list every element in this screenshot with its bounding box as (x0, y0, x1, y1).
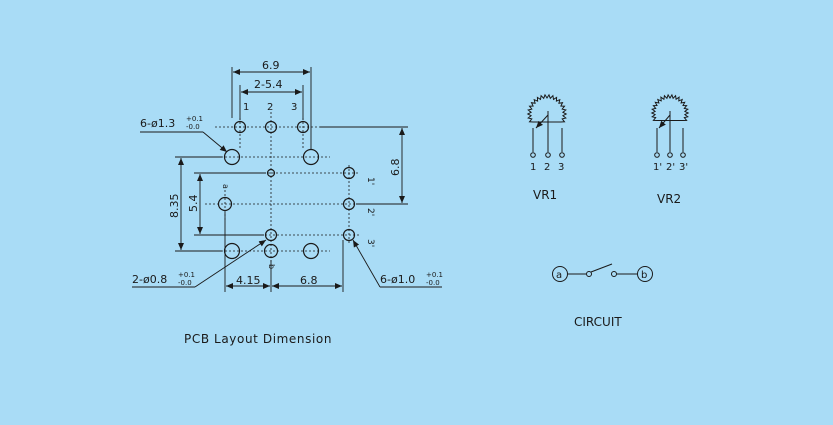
vr2-pin-2 (667, 152, 673, 158)
dim-pitch: 2-5.4 (239, 78, 304, 120)
circuit-label: CIRCUIT (574, 315, 622, 329)
hole-right-3 (342, 228, 356, 242)
small-hole-tol-minus: -0.0 (178, 279, 192, 287)
dim-pitch-text: 2-5.4 (254, 78, 282, 91)
top-hole-tol-minus: -0.0 (186, 123, 200, 131)
dim-height-left-outer-text: 8.35 (168, 194, 181, 219)
vr1-pin-1-label: 1 (530, 162, 536, 173)
dim-height-right-text: 6.8 (389, 159, 402, 177)
dim-bottom-right-text: 6.8 (300, 274, 318, 287)
side-hole-text: 6-ø1.0 (380, 273, 415, 286)
leader-small-hole: 2-ø0.8 +0.1 -0.0 (132, 239, 267, 288)
hole-right-1 (342, 166, 356, 180)
side-hole-tol-plus: +0.1 (426, 271, 443, 279)
pin-label-a: a (221, 184, 230, 189)
dim-height-right: 6.8 (320, 126, 408, 205)
small-hole-text: 2-ø0.8 (132, 273, 167, 286)
hole-small-bottom (264, 228, 278, 242)
vr1-pin-2 (545, 152, 551, 158)
vr1-pin-2-label: 2 (544, 162, 550, 173)
pin-label-right-2: 2' (365, 208, 375, 216)
vr1-pin-3-label: 3 (558, 162, 564, 173)
small-hole-tol-plus: +0.1 (178, 271, 195, 279)
vr2-pin-1 (654, 152, 660, 158)
leader-top-hole: 6-ø1.3 +0.1 -0.0 (140, 115, 228, 153)
circuit-terminal-b-label: b (641, 270, 647, 281)
dim-width-total-text: 6.9 (262, 59, 280, 72)
dim-height-left-outer: 8.35 (168, 156, 222, 252)
hole-mount-tl (223, 148, 241, 166)
vr2-resistor-arc (650, 93, 690, 121)
circuit-switch-blade (590, 263, 613, 273)
top-hole-tol-plus: +0.1 (186, 115, 203, 123)
pin-label-right-1: 1' (365, 177, 375, 185)
dim-height-left-inner-text: 5.4 (187, 195, 200, 213)
hole-mount-bl (223, 242, 241, 260)
hole-top-3 (296, 120, 310, 134)
vr2-symbol: 1' 2' 3' VR2 (650, 93, 690, 206)
hole-right-2 (342, 197, 356, 211)
vr1-resistor-arc (526, 93, 568, 123)
pin-label-top-2: 2 (267, 102, 273, 113)
vr2-pin-1-label: 1' (653, 162, 662, 173)
pin-label-b: b (267, 264, 276, 269)
top-holes (233, 120, 310, 134)
side-hole-tol-minus: -0.0 (426, 279, 440, 287)
hole-mount-br (302, 242, 320, 260)
vr2-pin-3-label: 3' (679, 162, 688, 173)
circuit-terminal-b (637, 266, 653, 282)
leader-side-hole: 6-ø1.0 +0.1 -0.0 (352, 239, 443, 288)
vr1-pin-1 (530, 152, 536, 158)
hole-switch-a (217, 196, 233, 212)
hole-small-top (266, 168, 276, 178)
circuit-terminal-a (552, 266, 568, 282)
vr2-pin-2-label: 2' (666, 162, 675, 173)
pin-label-top-1: 1 (243, 102, 249, 113)
dim-width-total: 6.9 (231, 59, 312, 150)
pin-label-top-3: 3 (291, 102, 297, 113)
mount-holes (223, 148, 320, 260)
vr2-label: VR2 (657, 192, 681, 206)
pcb-caption: PCB Layout Dimension (184, 332, 332, 346)
dim-height-left-inner: 5.4 (187, 172, 266, 236)
vr1-label: VR1 (533, 188, 557, 202)
hole-switch-b (263, 243, 279, 259)
vr2-pin-3 (680, 152, 686, 158)
circuit-switch: a b CIRCUIT (552, 263, 653, 329)
circuit-terminal-a-label: a (556, 270, 562, 281)
pin-label-right-3: 3' (365, 239, 375, 247)
hole-top-2 (264, 120, 278, 134)
dim-bottom: 4.15 6.8 (224, 212, 344, 292)
right-holes (342, 166, 356, 242)
vr1-symbol: 1 2 3 VR1 (526, 93, 568, 202)
top-hole-text: 6-ø1.3 (140, 117, 175, 130)
pcb-layout: 1 2 3 1' 2' 3' a b 6.9 2-5.4 6-ø1.3 +0.1… (132, 59, 443, 346)
hole-top-1 (233, 120, 247, 134)
dim-bottom-left-text: 4.15 (236, 274, 261, 287)
center-lines (200, 112, 360, 268)
vr1-pin-3 (559, 152, 565, 158)
